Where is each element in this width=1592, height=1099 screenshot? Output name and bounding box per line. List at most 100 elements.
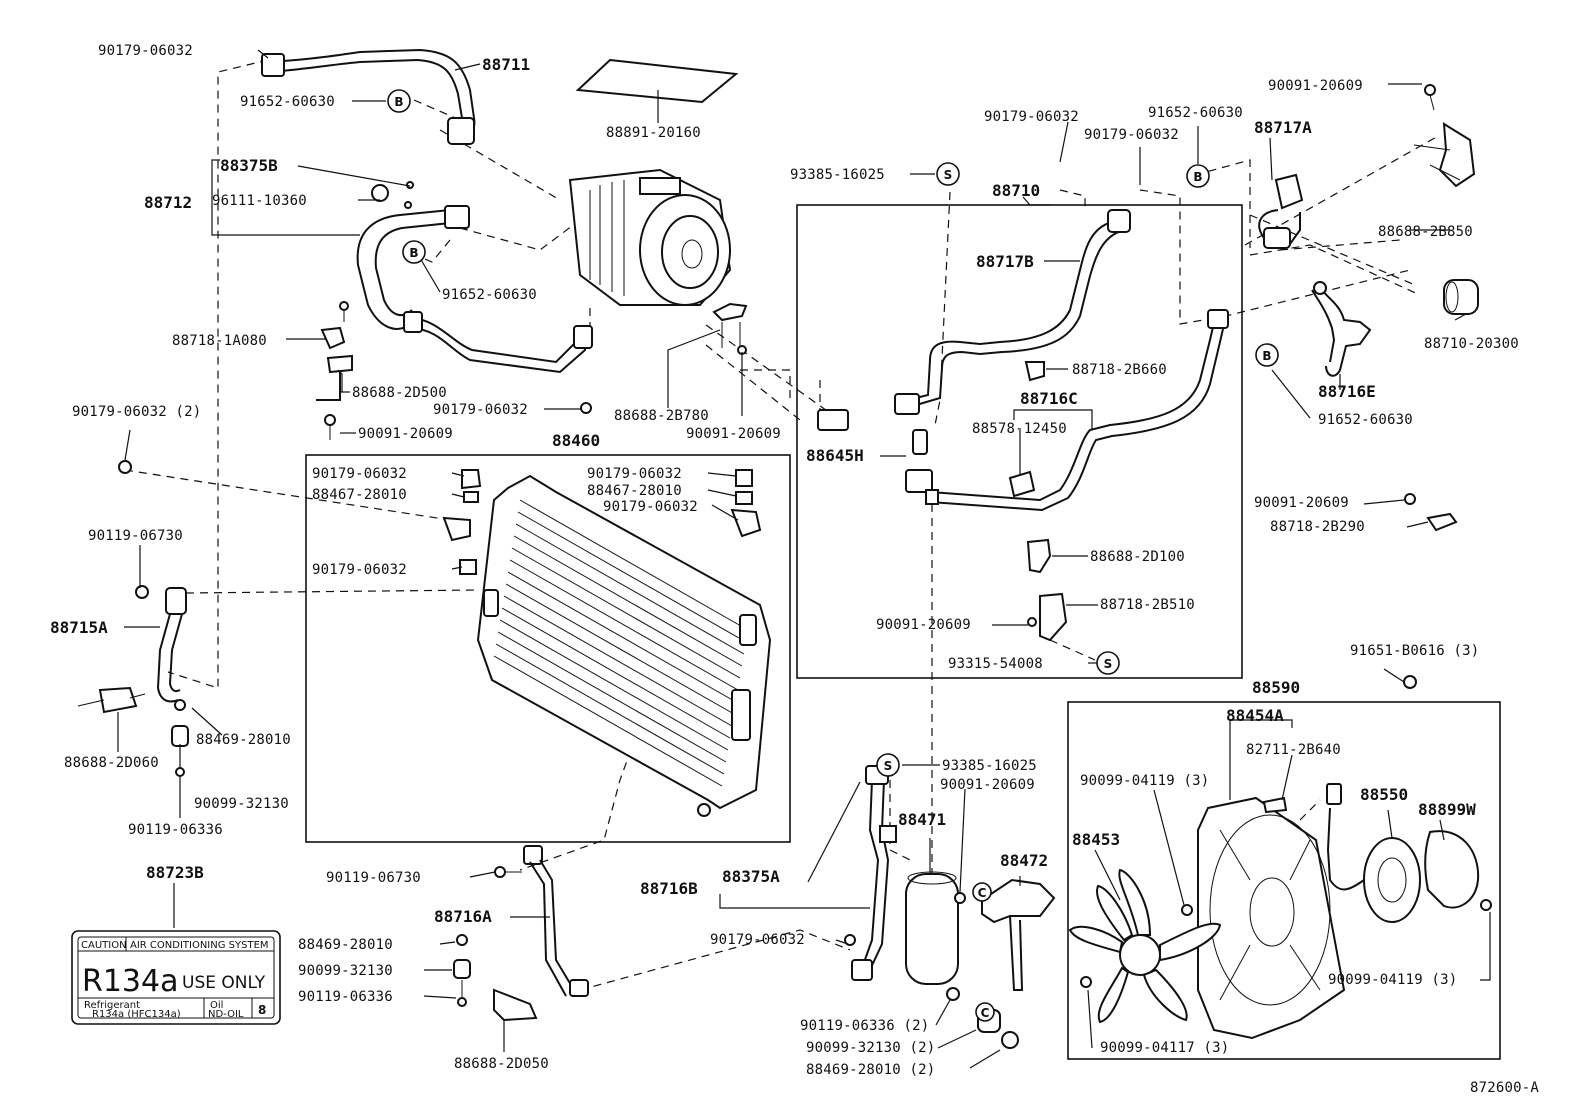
hose-88711 (261, 48, 476, 145)
label-90099-32130-2: 90099-32130 (2) (806, 1040, 935, 1056)
label-90091-20609-e: 90091-20609 (876, 617, 971, 633)
label-90099-04119-3-b: 90099-04119 (3) (1328, 972, 1457, 988)
label-88454A: 88454A (1226, 706, 1284, 725)
label-88716A: 88716A (434, 907, 492, 926)
label-88375B: 88375B (220, 156, 278, 175)
bracket-88688-2D050 (493, 988, 538, 1022)
callout-s-1: S (936, 162, 960, 186)
label-88718-2B660: 88718-2B660 (1072, 362, 1167, 378)
label-91652-60630-b: 91652-60630 (442, 287, 537, 303)
label-88453: 88453 (1072, 830, 1120, 849)
label-88723B: 88723B (146, 863, 204, 882)
pad-88578 (1008, 470, 1036, 498)
label-90091-20609-b: 90091-20609 (686, 426, 781, 442)
callout-s-2: S (1096, 651, 1120, 675)
label-90119-06336-2: 90119-06336 (2) (800, 1018, 929, 1034)
pipe-88717B (817, 209, 1131, 431)
callout-s-3: S (876, 753, 900, 777)
label-88590: 88590 (1252, 678, 1300, 697)
callout-b-3: B (1186, 164, 1210, 188)
label-90119-06336-b: 90119-06336 (298, 989, 393, 1005)
label-88375A: 88375A (722, 867, 780, 886)
pipe-group-box (796, 204, 1243, 679)
hose-88712 (356, 205, 593, 374)
label-88716C: 88716C (1020, 389, 1078, 408)
label-88645H: 88645H (806, 446, 864, 465)
callout-c-1: C (972, 882, 992, 902)
label-90179-06032-c: 90179-06032 (312, 466, 407, 482)
label-88550: 88550 (1360, 785, 1408, 804)
pipe-88716B (844, 765, 897, 981)
label-93385-16025-b: 93385-16025 (942, 758, 1037, 774)
dashed-connections (124, 59, 1441, 991)
leader-lines (117, 49, 1491, 1069)
svg-text:B: B (1193, 170, 1202, 184)
bracket-88472 (954, 878, 1056, 991)
caution-text: CAUTION (81, 940, 127, 951)
label-88469-28010-2: 88469-28010 (2) (806, 1062, 935, 1078)
refrigerant-text: Refrigerant (84, 1000, 140, 1011)
label-91652-60630-c: 91652-60630 (1148, 105, 1243, 121)
label-88467-28010-a: 88467-28010 (312, 487, 407, 503)
pipe-88716A (494, 845, 589, 997)
label-88469-28010-b: 88469-28010 (298, 937, 393, 953)
callout-b-4: B (1255, 343, 1279, 367)
label-88469-28010-a: 88469-28010 (196, 732, 291, 748)
svg-text:B: B (394, 95, 403, 109)
label-88716E: 88716E (1318, 382, 1376, 401)
label-91652-60630-a: 91652-60630 (240, 94, 335, 110)
callout-b-1: B (387, 89, 411, 113)
label-88717A: 88717A (1254, 118, 1312, 137)
label-88688-2D060: 88688-2D060 (64, 755, 159, 771)
label-96111-10360: 96111-10360 (212, 193, 307, 209)
refrigerant-type-text: R134a (HFC134a) (92, 1009, 181, 1020)
label-90091-20609-f: 90091-20609 (940, 777, 1035, 793)
label-90179-06032-2: 90179-06032 (2) (72, 404, 201, 420)
label-88718-2B290: 88718-2B290 (1270, 519, 1365, 535)
bracket-88688-2B850 (1413, 84, 1476, 188)
label-88717B: 88717B (976, 252, 1034, 271)
fan-88453 (1068, 868, 1222, 1024)
fan-shroud-88454A (1197, 796, 1346, 1040)
part-labels: 90179-06032 88711 91652-60630 88891-2016… (50, 43, 1539, 1096)
use-only-text: USE ONLY (182, 973, 266, 993)
pipe-88716E (1311, 281, 1372, 377)
label-91652-60630-d: 91652-60630 (1318, 412, 1413, 428)
bracket-88688-2D060 (77, 686, 146, 714)
label-93315-54008: 93315-54008 (948, 656, 1043, 672)
r134a-text: R134a (82, 964, 179, 999)
fan-motor-88550 (1326, 783, 1421, 923)
label-88688-2B780: 88688-2B780 (614, 408, 709, 424)
label-90099-32130-a: 90099-32130 (194, 796, 289, 812)
label-90179-06032-i: 90179-06032 (710, 932, 805, 948)
cover-88899W (1424, 830, 1480, 909)
oil-grade-text: 8 (258, 1003, 266, 1017)
clamp-88718-2B510 (1039, 592, 1068, 642)
svg-text:S: S (884, 759, 893, 773)
system-text: AIR CONDITIONING SYSTEM (130, 940, 269, 951)
condenser-group-box (305, 454, 791, 843)
label-90119-06730-a: 90119-06730 (88, 528, 183, 544)
clamp-88718-1A080 (320, 326, 346, 350)
part-88710-20300 (1443, 279, 1479, 315)
label-90119-06730-b: 90119-06730 (326, 870, 421, 886)
label-90179-06032-d: 90179-06032 (312, 562, 407, 578)
cap-96111 (371, 184, 389, 202)
label-90179-06032-h: 90179-06032 (1084, 127, 1179, 143)
label-88688-2B850: 88688-2B850 (1378, 224, 1473, 240)
reference-number: 872600-A (1470, 1080, 1539, 1096)
label-90091-20609-c: 90091-20609 (1268, 78, 1363, 94)
label-90179-06032-a: 90179-06032 (98, 43, 193, 59)
caution-label-88723B: CAUTION AIR CONDITIONING SYSTEM R134a US… (71, 930, 281, 1025)
label-88891-20160: 88891-20160 (606, 125, 701, 141)
label-88578-12450: 88578-12450 (972, 421, 1067, 437)
condenser (476, 474, 772, 817)
svg-text:S: S (944, 168, 953, 182)
label-88711: 88711 (482, 55, 530, 74)
svg-text:C: C (981, 1006, 990, 1020)
bracket-88688-2D100 (1026, 538, 1052, 574)
label-90179-06032-g: 90179-06032 (984, 109, 1079, 125)
label-90099-04119-3-a: 90099-04119 (3) (1080, 773, 1209, 789)
label-88688-2D050: 88688-2D050 (454, 1056, 549, 1072)
